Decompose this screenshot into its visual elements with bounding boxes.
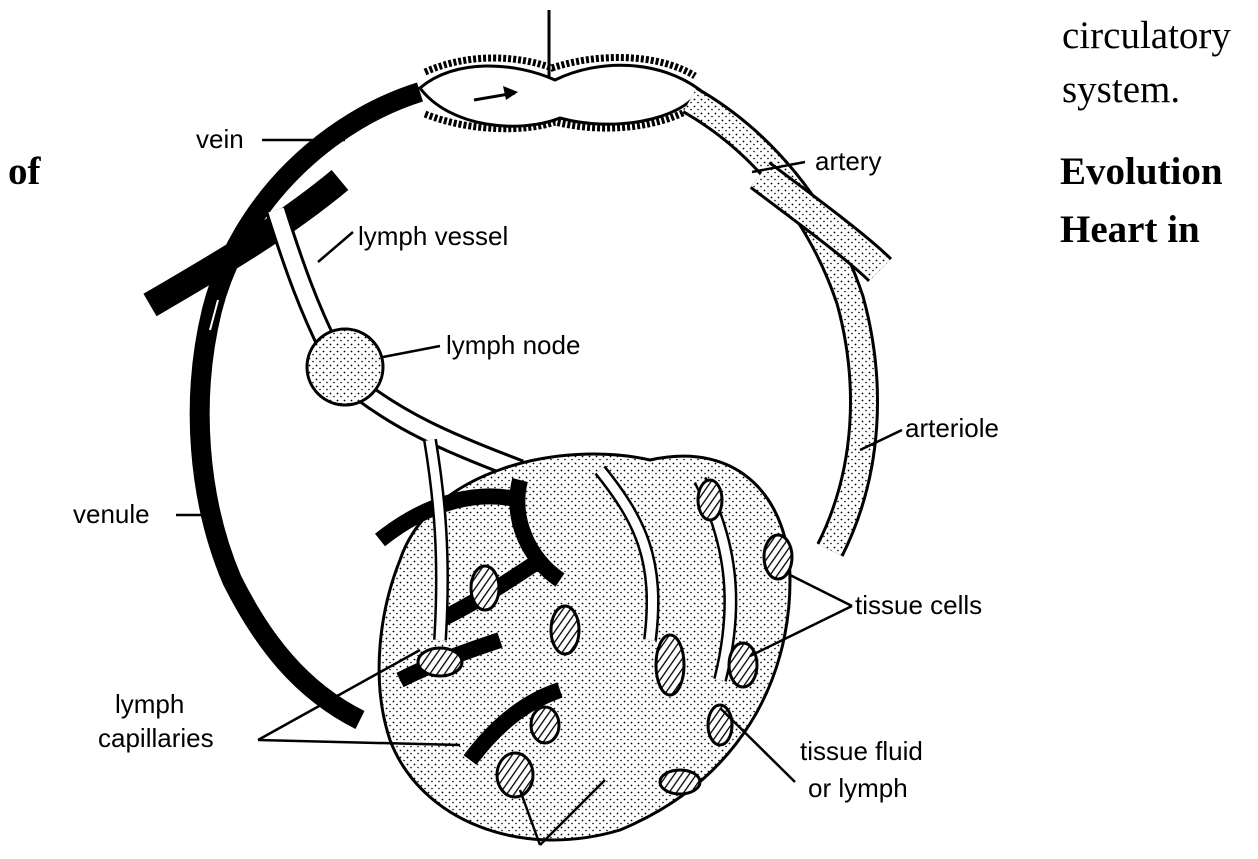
label-tissue-fluid-line1: tissue fluid [800,736,923,766]
heart-chamber [420,10,700,129]
label-venule: venule [73,499,150,529]
lymph-node-shape [307,329,383,405]
label-vein: vein [196,124,244,154]
label-tissue-cells: tissue cells [855,590,982,620]
label-lymph-capillaries-line2: capillaries [98,723,214,753]
capillary-bed [379,440,792,840]
label-tissue-fluid-line2: or lymph [808,773,908,803]
label-arteriole: arteriole [905,413,999,443]
label-lymph-node: lymph node [446,330,580,360]
label-artery: artery [815,146,881,176]
label-lymph-vessel: lymph vessel [358,221,508,251]
label-lymph-capillaries-line1: lymph [115,689,184,719]
